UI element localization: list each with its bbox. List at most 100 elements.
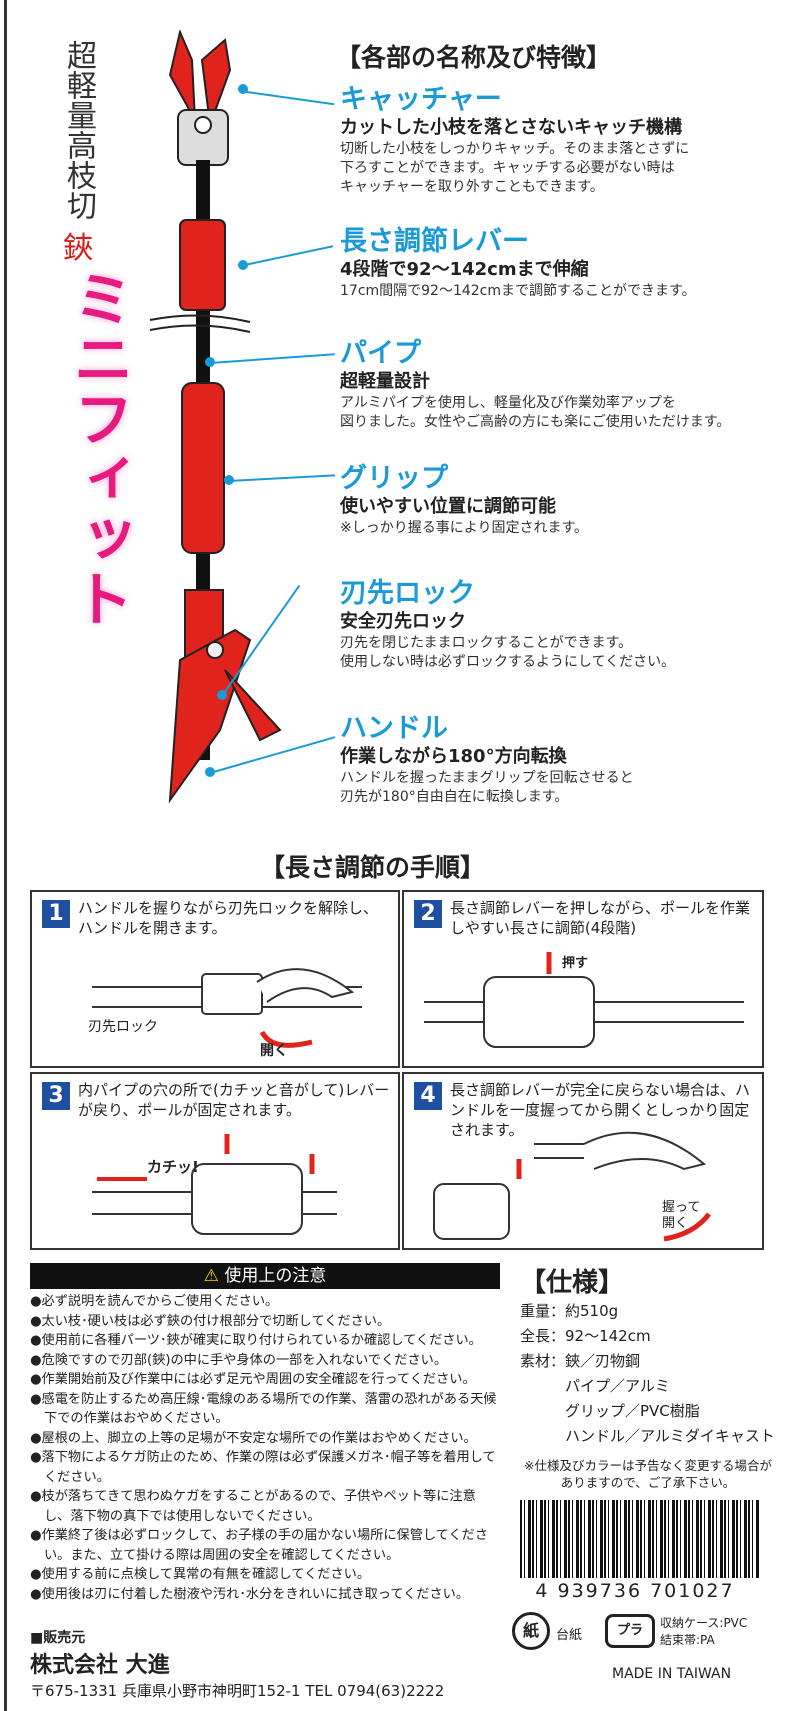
leader-dot: [217, 690, 227, 700]
step-number: 3: [42, 1082, 70, 1110]
caution-header: ⚠ 使用上の注意: [30, 1263, 500, 1289]
seller-address: 〒675-1331 兵庫県小野市神明町152-1 TEL 0794(63)222…: [30, 1682, 445, 1700]
step-1: 1 ハンドルを握りながら刃先ロックを解除し、ハンドルを開きます。 刃先ロック 開…: [30, 890, 400, 1068]
caution-item: ●危険ですので刃部(鋏)の中に手や身体の一部を入れないでください。: [30, 1352, 448, 1368]
feature-desc: 切断した小枝をしっかりキャッチ。そのまま落とさずに: [340, 141, 690, 157]
feature-desc: 図りました。女性やご高齢の方にも楽にご使用いただけます。: [340, 414, 731, 430]
feature-desc: 下ろすことができます。キャッチする必要がない時は: [340, 160, 675, 176]
feature-desc: アルミパイプを使用し、軽量化及び作業効率アップを: [340, 395, 676, 411]
caution-item: ●落下物によるケガ防止のため、作業の際は必ず保護メガネ･帽子等を着用してください…: [30, 1450, 496, 1485]
procedure-title: 【長さ調節の手順】: [260, 853, 486, 882]
feature-heading: パイプ: [340, 338, 421, 369]
caution-item: ●屋根の上、脚立の上等の足場が不安定な場所での作業はおやめください。: [30, 1430, 477, 1446]
spec-note: ※仕様及びカラーは予告なく変更する場合がありますので、ご了承下さい。: [524, 1458, 772, 1490]
feature-heading: キャッチャー: [340, 84, 502, 115]
step-2: 2 長さ調節レバーを押しながら、ポールを作業しやすい長さに調節(4段階) 押す: [402, 890, 764, 1068]
caution-item: ●使用する前に点検して異常の有無を確認してください。: [30, 1567, 371, 1582]
feature-subheading: 安全刃先ロック: [340, 611, 466, 632]
spec-row: 全長：92〜142cm: [520, 1327, 651, 1345]
features-title: 【各部の名称及び特徴】: [336, 43, 612, 72]
spec-section: 【仕様】 重量：約510g 全長：92〜142cm 素材：鋏／刃物鋼 パイプ／ア…: [520, 1262, 780, 1449]
caution-item: ●太い枝･硬い枝は必ず鋏の付け根部分で切断してください。: [30, 1313, 391, 1329]
paper-label: 台紙: [556, 1628, 583, 1643]
step-1-illustration: [92, 968, 362, 1048]
step-label: 開く: [260, 1043, 288, 1059]
spec-row: グリップ／PVC樹脂: [520, 1402, 700, 1420]
caution-item: ●感電を防止するため高圧線･電線のある場所での作業、落雷の恐れがある天候下での作…: [30, 1391, 497, 1427]
seller-label: ■販売元: [30, 1630, 86, 1646]
feature-desc: ※しっかり握る事により固定されます。: [340, 520, 589, 536]
spec-row: 素材：鋏／刃物鋼: [520, 1352, 641, 1370]
spec-row: ハンドル／アルミダイキャスト: [520, 1427, 775, 1445]
origin-label: MADE IN TAIWAN: [612, 1666, 732, 1682]
plastic-label: 収納ケース:PVC: [660, 1616, 748, 1630]
spec-row: パイプ／アルミ: [520, 1377, 670, 1395]
feature-handle: ハンドル 作業しながら180°方向転換 ハンドルを握ったままグリップを回転させる…: [340, 713, 790, 807]
step-label: 押す: [562, 956, 589, 971]
step-3: 3 内パイプの穴の所で(カチッと音がして)レバーが戻り、ポールが固定されます。 …: [30, 1072, 400, 1250]
step-number: 1: [42, 900, 70, 928]
barcode-number: 4 939736 701027: [505, 1580, 765, 1602]
step-4-illustration: [433, 1131, 711, 1242]
feature-desc: 使用しない時は必ずロックするようにしてください。: [340, 654, 676, 670]
pruner-illustration: [149, 30, 282, 804]
feature-subheading: 4段階で92〜142cmまで伸縮: [340, 259, 589, 280]
left-border: [4, 0, 7, 1711]
feature-desc: 刃先を閉じたままロックすることができます。: [340, 635, 633, 651]
feature-subheading: 超軽量設計: [340, 371, 430, 392]
step-label: 握って: [662, 1200, 701, 1215]
feature-desc: 刃先が180°自由自在に転換します。: [340, 789, 569, 805]
feature-heading: 刃先ロック: [340, 578, 475, 609]
product-vertical-title: 超軽量高枝切鋏: [58, 40, 98, 268]
caution-title: 使用上の注意: [224, 1266, 327, 1286]
spec-title: 【仕様】: [520, 1268, 625, 1298]
leader-dot: [238, 84, 248, 94]
step-number: 4: [414, 1082, 442, 1110]
feature-catcher: キャッチャー カットした小枝を落とさないキャッチ機構 切断した小枝をしっかりキャ…: [340, 84, 790, 197]
step-3-illustration: [92, 1134, 337, 1235]
feature-pipe: パイプ 超軽量設計 アルミパイプを使用し、軽量化及び作業効率アップを 図りました…: [340, 338, 790, 432]
leader-dot: [224, 475, 234, 485]
caution-item: ●枝が落ちてきて思わぬケガをすることがあるので、子供やペット等に注意し、落下物の…: [30, 1489, 476, 1524]
title-prefix: 超軽量高枝切: [61, 40, 96, 220]
feature-subheading: カットした小枝を落とさないキャッチ機構: [340, 117, 682, 138]
step-text: 長さ調節レバーを押しながら、ポールを作業しやすい長さに調節(4段階): [450, 899, 751, 937]
leader-dot: [205, 767, 215, 777]
caution-list: ●必ず説明を読んでからご使用ください。 ●太い枝･硬い枝は必ず鋏の付け根部分で切…: [30, 1292, 500, 1604]
feature-subheading: 使いやすい位置に調節可能: [340, 496, 556, 517]
step-2-illustration: [424, 952, 744, 1048]
caution-item: ●必ず説明を読んでからご使用ください。: [30, 1294, 279, 1309]
paper-recycle-mark: 紙: [512, 1612, 550, 1650]
feature-length-lever: 長さ調節レバー 4段階で92〜142cmまで伸縮 17cm間隔で92〜142cm…: [340, 226, 790, 301]
feature-grip: グリップ 使いやすい位置に調節可能 ※しっかり握る事により固定されます。: [340, 463, 790, 538]
plastic-recycle-mark: プラ: [605, 1614, 655, 1648]
warning-icon: ⚠: [203, 1266, 219, 1286]
leader-dot: [238, 260, 248, 270]
step-label: カチッ!: [147, 1158, 199, 1176]
caution-item: ●作業開始前及び作業中には必ず足元や周囲の安全確認を行ってください。: [30, 1372, 476, 1387]
step-text: 長さ調節レバーが完全に戻らない場合は、ハンドルを一度握ってから開くとしっかり固定…: [450, 1081, 751, 1139]
feature-heading: グリップ: [340, 463, 448, 494]
feature-subheading: 作業しながら180°方向転換: [340, 746, 567, 767]
barcode: [520, 1500, 760, 1578]
feature-desc: キャッチャーを取り外すこともできます。: [340, 179, 604, 195]
step-label: 開く: [662, 1216, 689, 1231]
step-text: ハンドルを握りながら刃先ロックを解除し、ハンドルを開きます。: [78, 899, 379, 937]
caution-item: ●使用前に各種パーツ･鋏が確実に取り付けられているか確認してください。: [30, 1333, 482, 1348]
title-suffix: 鋏: [63, 231, 93, 266]
step-number: 2: [414, 900, 442, 928]
spec-row: 重量：約510g: [520, 1302, 619, 1320]
brand-name: ミニフィット: [63, 268, 133, 628]
seller-company: 株式会社 大進: [30, 1653, 170, 1678]
caution-item: ●使用後は刃に付着した樹液や汚れ･水分をきれいに拭き取ってください。: [30, 1586, 470, 1602]
step-4: 4 長さ調節レバーが完全に戻らない場合は、ハンドルを一度握ってから開くとしっかり…: [402, 1072, 764, 1250]
feature-heading: ハンドル: [340, 713, 448, 744]
step-text: 内パイプの穴の所で(カチッと音がして)レバーが戻り、ポールが固定されます。: [78, 1081, 390, 1119]
step-label: 刃先ロック: [88, 1019, 158, 1035]
feature-desc: ハンドルを握ったままグリップを回転させると: [340, 770, 634, 786]
feature-heading: 長さ調節レバー: [340, 226, 529, 257]
feature-blade-lock: 刃先ロック 安全刃先ロック 刃先を閉じたままロックすることができます。 使用しな…: [340, 578, 790, 672]
leader-dot: [205, 357, 215, 367]
plastic-label: 結束帯:PA: [660, 1633, 715, 1647]
feature-desc: 17cm間隔で92〜142cmまで調節することができます。: [340, 283, 696, 299]
